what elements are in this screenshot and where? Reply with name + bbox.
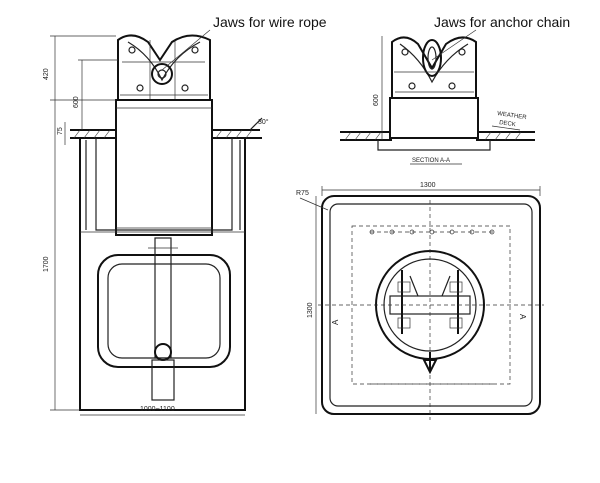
- plan-dim-width: 1300: [420, 182, 436, 189]
- dim-height-top: 420: [43, 68, 50, 80]
- chain-trough: [97, 237, 231, 401]
- dim-width-bottom: 1000~1100: [140, 406, 175, 413]
- dim-height-jaw: 600: [73, 96, 80, 108]
- anchor-chain-jaw-head: [391, 29, 477, 99]
- caption-wire-rope-jaws: Jaws for wire rope: [213, 14, 327, 30]
- section-label: SECTION A-A: [412, 158, 450, 164]
- section-mark-right: A: [518, 314, 527, 320]
- section-deck: [340, 131, 535, 151]
- weather-deck-label-1: WEATHER: [497, 111, 528, 121]
- plan-bolt-row-top: [369, 229, 496, 235]
- outer-casing: [79, 138, 246, 411]
- plan-dim-height: 1300: [307, 302, 314, 318]
- weather-deck-label-2: DECK: [499, 120, 516, 128]
- dim-height-total: 1700: [43, 256, 50, 272]
- section-pipe: [389, 97, 479, 139]
- plan-dim-radius: R75: [296, 190, 309, 197]
- pipe-upper: [115, 99, 213, 236]
- section-view: 600 WEATHER DECK SECTION A-A: [340, 29, 535, 165]
- section-dim-height: 600: [373, 94, 380, 106]
- section-mark-left: A: [331, 319, 340, 325]
- dim-angle: 30°: [258, 118, 269, 126]
- dim-flange: 75: [57, 127, 64, 135]
- dimension-lines-left: [50, 35, 245, 416]
- wire-rope-jaw-head: [117, 29, 211, 101]
- plan-view: A A: [299, 186, 544, 420]
- deck-plate: [70, 117, 263, 139]
- elevation-view: 420 600 75 30° 1700 1000~1100: [43, 29, 269, 416]
- caption-anchor-chain-jaws: Jaws for anchor chain: [434, 14, 571, 30]
